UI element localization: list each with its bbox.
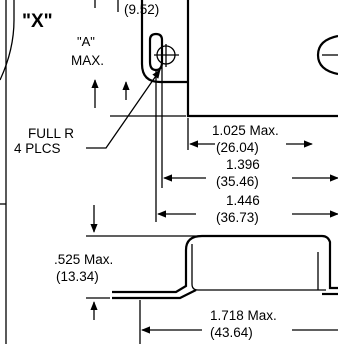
hole-span-mm: (35.46) [216, 174, 259, 189]
fillet-leader [86, 69, 161, 149]
body-width-inch: 1.025 Max. [212, 123, 279, 138]
overall-length-mm: (43.64) [210, 325, 253, 340]
hole-span-inch: 1.396 [226, 157, 260, 172]
sheet-border [0, 0, 15, 344]
length-dim-lines [139, 300, 338, 344]
height-dim-lines [86, 205, 200, 320]
dim-a-qualifier: MAX. [71, 53, 104, 68]
dim-a-name: "A" [77, 34, 95, 49]
dim-a-lines [91, 0, 186, 117]
top-partial-dim: (9.52) [124, 2, 159, 17]
overall-length-inch: 1.718 Max. [210, 308, 277, 323]
flange-span-mm: (36.73) [216, 210, 259, 225]
horizontal-dimensions [155, 64, 338, 222]
height-inch: .525 Max. [54, 252, 113, 267]
height-mm: (13.34) [56, 269, 99, 284]
fillet-note-line2: 4 PLCS [14, 141, 61, 156]
fillet-note-line1: FULL R [28, 126, 74, 141]
side-view [112, 234, 338, 300]
top-view [140, 0, 338, 118]
body-width-mm: (26.04) [216, 140, 259, 155]
view-label: "X" [22, 11, 53, 32]
flange-span-inch: 1.446 [226, 193, 260, 208]
